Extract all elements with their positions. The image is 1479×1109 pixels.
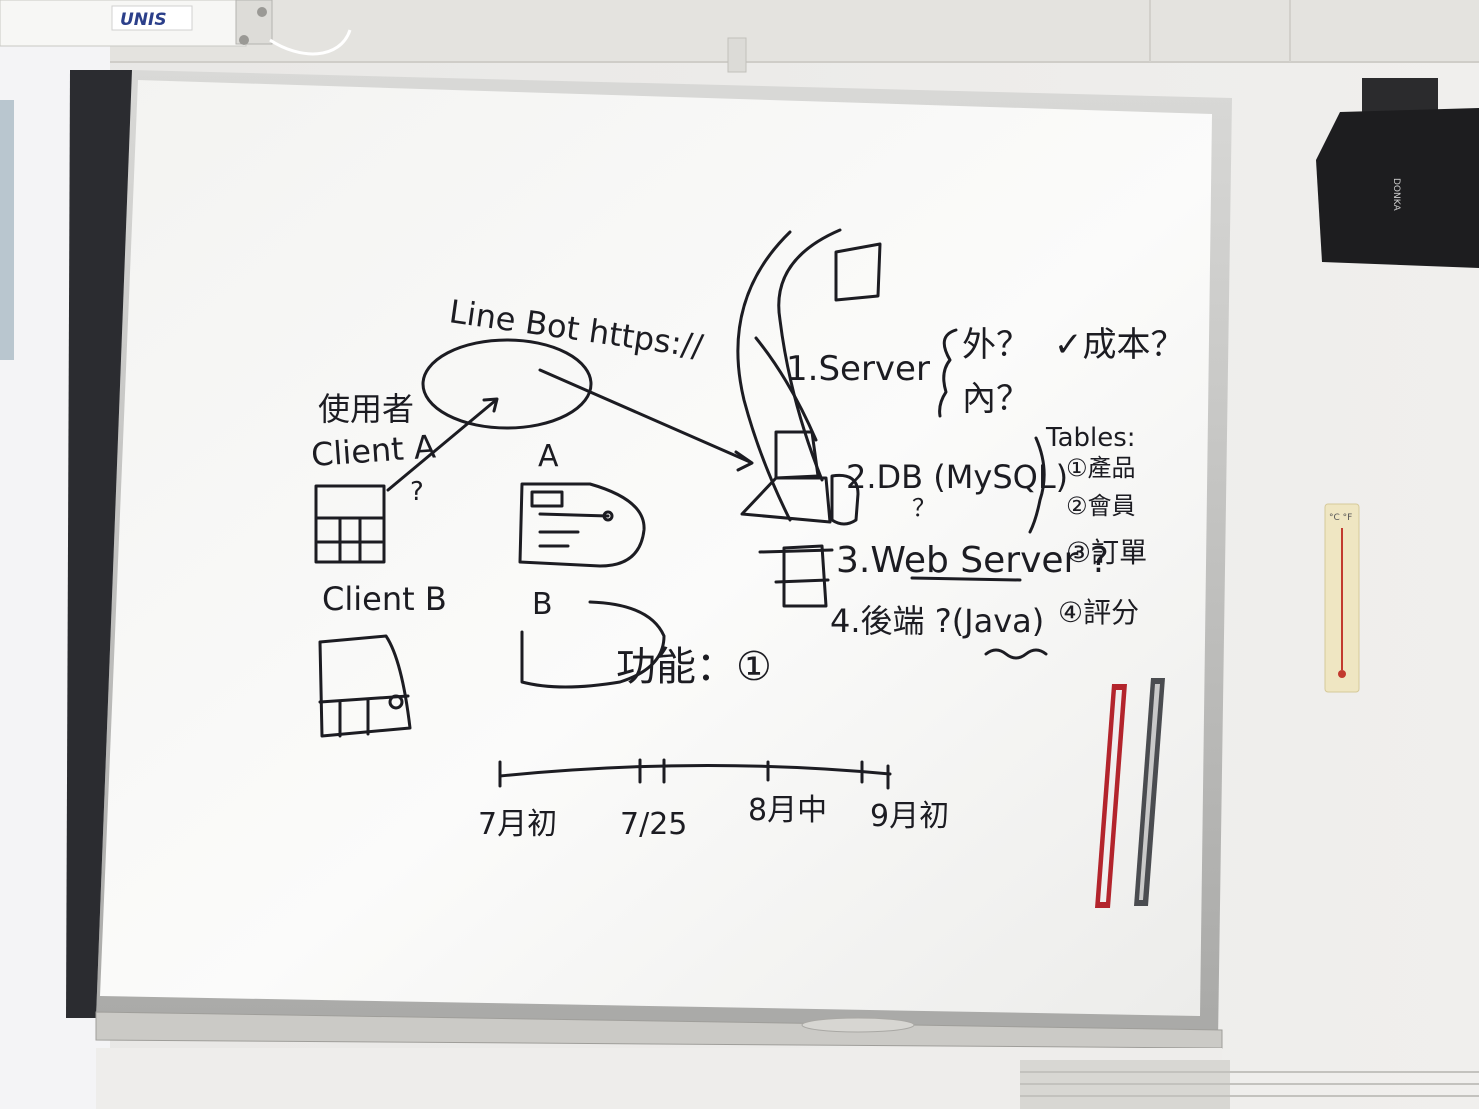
timeline-point-1: 7月初 xyxy=(478,807,557,842)
client-to-bot-arrow xyxy=(386,398,498,492)
backend-label: 4.後端 ?(Java) xyxy=(830,602,1044,640)
red-ruler xyxy=(1095,684,1127,908)
linebot-ellipse xyxy=(421,338,593,430)
java-squiggle xyxy=(984,648,1048,660)
projector: UNIS xyxy=(0,0,273,47)
client-a-question: ? xyxy=(410,477,424,507)
timeline-point-2: 7/25 xyxy=(620,807,687,842)
table-item-1: ①產品 xyxy=(1066,454,1136,482)
gray-ruler xyxy=(1134,678,1165,906)
client-b-label: Client B xyxy=(322,580,447,618)
eraser xyxy=(801,1017,915,1033)
a-sketch xyxy=(518,482,646,568)
timeline-point-4: 9月初 xyxy=(870,799,949,834)
webserver-underline xyxy=(910,576,1022,582)
client-b-phone-sketch xyxy=(318,634,412,738)
whiteboard-side xyxy=(66,70,132,1018)
users-label: 使用者 xyxy=(318,390,414,428)
b-sketch xyxy=(520,600,666,689)
feature-label: 功能：① xyxy=(616,644,772,690)
bot-to-server-arrow xyxy=(538,368,752,464)
speaker-brand: DONKA xyxy=(1391,178,1401,211)
server-label: 1.Server xyxy=(786,349,930,389)
outside-label: 外？ xyxy=(962,325,1030,365)
window-glass xyxy=(0,100,14,360)
thermometer-units: °C °F xyxy=(1329,513,1352,523)
timeline xyxy=(498,758,892,790)
db-question: ？ xyxy=(912,494,936,522)
projector-brand: UNIS xyxy=(120,10,167,30)
table-item-4: ④評分 xyxy=(1058,596,1139,629)
tables-brace xyxy=(1028,436,1046,534)
timeline-point-3: 8月中 xyxy=(748,793,827,828)
webserver-label: 3.Web Server ? xyxy=(836,540,1109,581)
db-label: 2.DB (MySQL) xyxy=(846,458,1068,496)
server-sketch xyxy=(736,228,882,608)
server-brace xyxy=(938,328,958,418)
wall-socket xyxy=(727,37,747,73)
cost-label: ✓成本？ xyxy=(1054,325,1185,365)
wall-speaker: DONKA xyxy=(1316,78,1479,268)
whiteboard-drawings: Line Bot https:// 使用者 Client A ? Client … xyxy=(310,228,1185,842)
client-a-phone-sketch xyxy=(314,484,386,564)
table-item-3: ③訂單 xyxy=(1066,536,1147,569)
b-label: B xyxy=(532,587,553,622)
thermometer: °C °F xyxy=(1324,503,1360,693)
cable xyxy=(269,29,352,56)
table-item-2: ②會員 xyxy=(1066,492,1136,520)
a-label: A xyxy=(538,439,559,474)
tables-label: Tables: xyxy=(1045,423,1136,453)
whiteboard-surface xyxy=(100,80,1212,1016)
inside-label: 內？ xyxy=(962,379,1030,419)
